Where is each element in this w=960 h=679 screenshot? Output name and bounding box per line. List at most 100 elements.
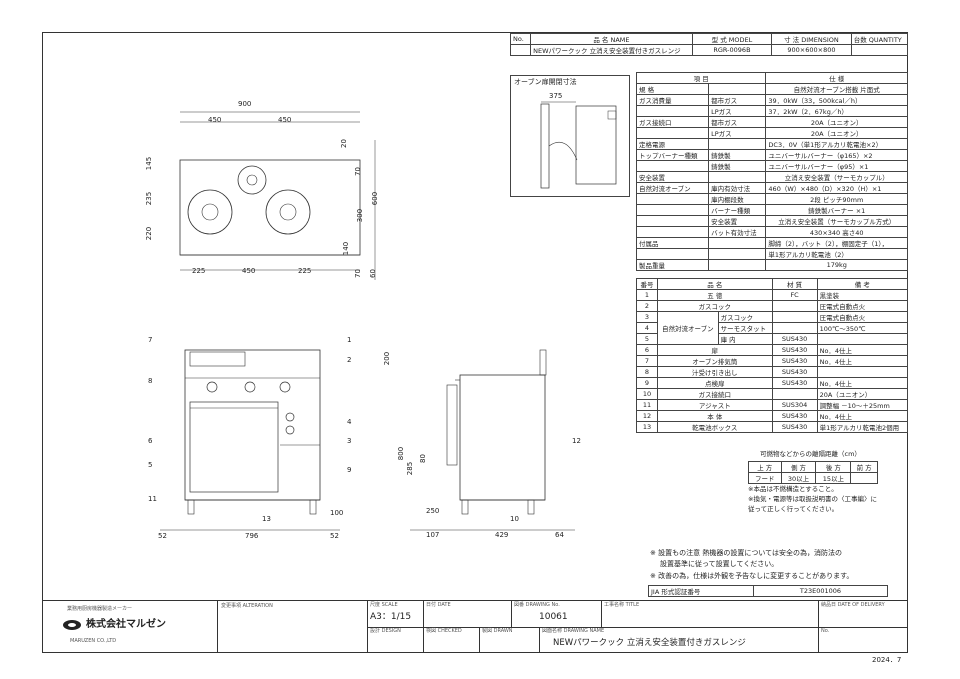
dim-front-796: 796 (245, 532, 259, 540)
spec-col-item: 項 目 (635, 72, 767, 84)
drawing-name: NEWパワークック 立消え安全装置付きガスレンジ (553, 638, 746, 648)
dim-front-52-left: 52 (158, 532, 167, 540)
dim-side-250: 250 (426, 507, 440, 515)
dim-side-140: 140 (342, 241, 351, 256)
spec-row (635, 204, 710, 216)
note-1b: 設置基準に従って設置してください。 (660, 560, 779, 568)
dim-left-220: 220 (145, 226, 154, 241)
note-1a: ※ 設置もの注意 熱機器の設置については安全の為，消防法の (650, 549, 842, 557)
dim-bottom-225-right: 225 (298, 267, 312, 275)
front-view-drawing (160, 349, 340, 531)
callout-4: 4 (347, 418, 352, 426)
spec-row (635, 127, 710, 139)
dim-side-429: 429 (495, 531, 509, 539)
alteration-label: 変更事項 ALTERATION (221, 603, 273, 609)
clearance-table: 上 方 側 方 後 方 前 方 フード 30以上 15以上 (748, 461, 878, 484)
parts-col-no: 番号 (636, 278, 658, 290)
parts-row: 12 (636, 410, 658, 422)
callout-11: 11 (148, 495, 157, 503)
dim-side-600: 600 (371, 191, 380, 206)
dim-front-80: 80 (418, 454, 427, 463)
company-logo-icon (63, 620, 81, 630)
parts-row: 5 (636, 333, 658, 345)
product-name: NEWパワークック 立消え安全装置付きガスレンジ (530, 44, 693, 56)
spec-row: 定格電源 (635, 138, 710, 150)
number-label: No. (821, 628, 830, 634)
jia-value: T23E001006 (753, 585, 888, 597)
dim-side-170: 70 (353, 167, 362, 176)
clearance-title: 可燃物などからの離隔距離（cm） (760, 450, 861, 458)
parts-row: 11 (636, 399, 658, 411)
spec-row (635, 248, 710, 260)
dim-bottom-450: 450 (242, 267, 256, 275)
company-name: 株式会社マルゼン (86, 619, 166, 630)
note-2: ※ 改善の為，仕様は外観を予告なしに変更することがあります。 (650, 572, 854, 580)
clearance-note-3: 従って正しく行ってください。 (748, 505, 839, 513)
dimension-header: 寸 法 DIMENSION (771, 33, 852, 45)
callout-3: 3 (347, 437, 352, 445)
name-header: 品 名 NAME (530, 33, 693, 45)
spec-row: 自然対流オーブン (635, 182, 710, 194)
callout-5: 5 (148, 461, 153, 469)
parts-row: 6 (636, 344, 658, 356)
qty-header: 台数 QUANTITY (850, 33, 909, 45)
title-label: 工事名称 TITLE (604, 602, 640, 608)
drawing-no: 10061 (539, 612, 568, 622)
parts-row: 1 (636, 289, 658, 301)
top-view-drawing (179, 111, 376, 280)
dim-top-900: 900 (238, 100, 252, 108)
parts-row: 3 (636, 311, 658, 323)
parts-row: 2 (636, 300, 658, 312)
delivery-label: 納品日 DATE OF DELIVERY (821, 602, 885, 608)
dim-left-145: 145 (145, 156, 154, 171)
clearance-note-1: ※本品は不燃構造とすること。 (748, 485, 838, 493)
spec-row (635, 226, 710, 238)
drawing-no-label: 図番 DRAWING No. (514, 602, 560, 608)
dim-front-285: 285 (406, 461, 415, 476)
spec-row (635, 215, 710, 227)
callout-7: 7 (148, 336, 153, 344)
issue-date: 2024．7 (872, 656, 902, 664)
parts-row: 13 (636, 421, 658, 433)
dim-front-800: 800 (397, 446, 406, 461)
parts-col-name: 品 名 (657, 278, 773, 290)
design-label: 設計 DESIGN (370, 628, 401, 634)
date-label: 日付 DATE (426, 602, 451, 608)
jia-table: JIA 形式認証番号 T23E001006 (648, 585, 888, 597)
callout-1: 1 (347, 336, 352, 344)
callout-10: 10 (510, 515, 519, 523)
dim-side-64: 64 (555, 531, 564, 539)
no-header: No. (509, 33, 532, 45)
spec-row (635, 105, 710, 117)
oven-inset-label: オーブン扉開閉寸法 (514, 78, 577, 86)
spec-row: 製品重量 (635, 259, 710, 271)
parts-oven-group: 自然対流オーブン (657, 311, 719, 345)
model-header: 型 式 MODEL (691, 33, 773, 45)
dim-top-450-right: 450 (278, 116, 292, 124)
callout-12: 12 (572, 437, 581, 445)
spec-row: ガス接続口 (635, 116, 710, 128)
parts-row: 9 (636, 377, 658, 389)
spec-row: ガス消費量 (635, 94, 710, 106)
scale-label: 尺度 SCALE (370, 602, 398, 608)
callout-8: 8 (148, 377, 153, 385)
dim-bottom-225-left: 225 (192, 267, 206, 275)
parts-row: 10 (636, 388, 658, 400)
dim-side-20: 20 (339, 139, 348, 148)
parts-row: 8 (636, 366, 658, 378)
callout-6: 6 (148, 437, 153, 445)
spec-row: 規 格 (635, 83, 710, 95)
dim-front-200: 200 (383, 351, 392, 366)
spec-row: 付属品 (635, 237, 710, 249)
dim-top-450-left: 450 (208, 116, 222, 124)
drawn-label: 製図 DRAWN (482, 628, 513, 634)
dim-side-60: 60 (368, 269, 377, 278)
check-label: 検図 CHECKED (426, 628, 462, 634)
oven-side-figure (540, 101, 617, 189)
oven-door-inset: オーブン扉開閉寸法 375 (510, 75, 630, 197)
jia-label: JIA 形式認証番号 (648, 585, 754, 597)
header-table: No. 品 名 NAME 型 式 MODEL 寸 法 DIMENSION 台数 … (509, 33, 909, 56)
clearance-note-2: ※換気・電源等は取扱説明書の〈工事編〉に (748, 495, 877, 503)
